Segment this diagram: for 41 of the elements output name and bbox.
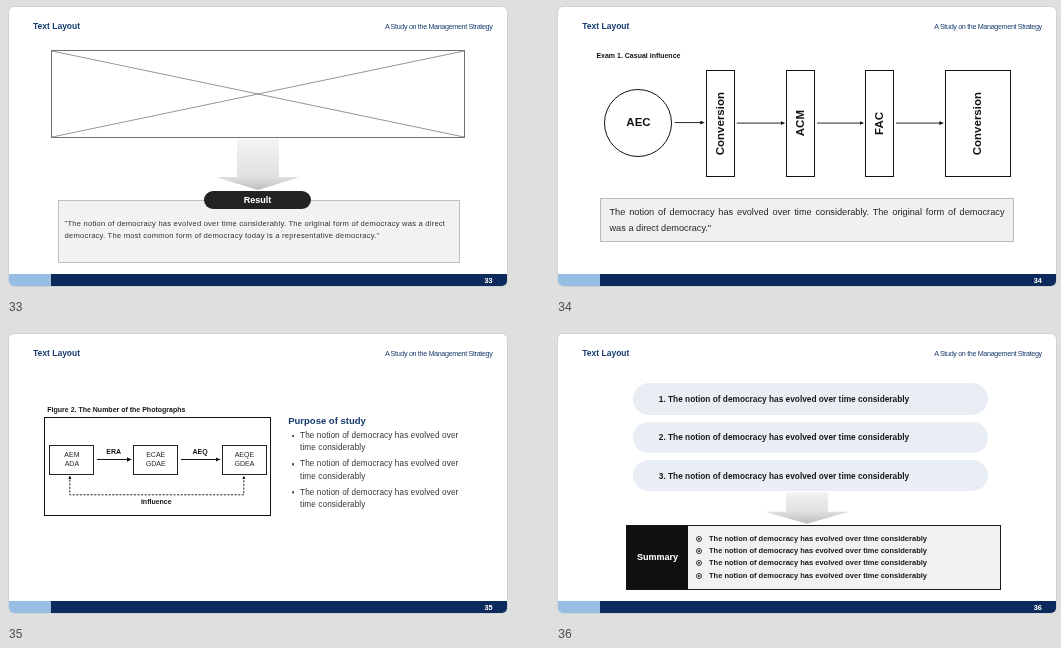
bullet-text: The notion of democracy has evolved over time considerably [300, 458, 460, 483]
bullet-text: The notion of democracy has evolved over time considerably [300, 486, 460, 511]
process-box [132, 444, 179, 475]
process-box [945, 70, 1011, 177]
quote-panel [600, 198, 1015, 243]
slide-title: Text Layout [582, 20, 630, 31]
summary-box [626, 525, 1001, 590]
slide-title: Text Layout [582, 347, 630, 358]
statement-text: 1. The notion of democracy has evolved over time considerably [658, 393, 910, 404]
footer-bar [557, 274, 1056, 287]
footer-bar [8, 274, 507, 287]
image-placeholder [50, 50, 465, 139]
statement-text: 3. The notion of democracy has evolved over time considerably [658, 470, 910, 481]
process-box [49, 444, 95, 475]
quote-text: The notion of democracy has evolved over time considerably. The original form of democracy was a direct democracy." [609, 206, 1005, 236]
node-label: Conversion [971, 91, 985, 156]
bullet-text: The notion of democracy has evolved over time considerably [300, 429, 460, 455]
node-label: AEC [626, 116, 651, 130]
statement-text: 2. The notion of democracy has evolved over time considerably [658, 432, 910, 443]
node-label: Conversion [713, 91, 727, 156]
slide-number: 34 [558, 300, 572, 315]
arrow [180, 457, 221, 463]
slide-number: 33 [9, 300, 23, 315]
slide-title: Text Layout [33, 20, 81, 31]
slide-number: 35 [9, 627, 23, 642]
footer-bar [557, 601, 1056, 614]
process-box [706, 70, 735, 177]
footer-bar [8, 601, 507, 614]
section-heading: Purpose of study [288, 414, 366, 426]
slide-number: 36 [558, 627, 572, 642]
node-label: FAC [873, 112, 887, 135]
block-arrow [215, 139, 300, 191]
process-box [786, 70, 815, 177]
summary-heading: Summary [636, 551, 678, 563]
process-box [865, 70, 894, 177]
process-box [221, 444, 268, 475]
heading-text: Result [243, 195, 272, 206]
slide-title: Text Layout [33, 347, 81, 358]
heading-pill [204, 191, 312, 210]
arrow [96, 457, 132, 463]
node-label: ACM [794, 110, 808, 137]
